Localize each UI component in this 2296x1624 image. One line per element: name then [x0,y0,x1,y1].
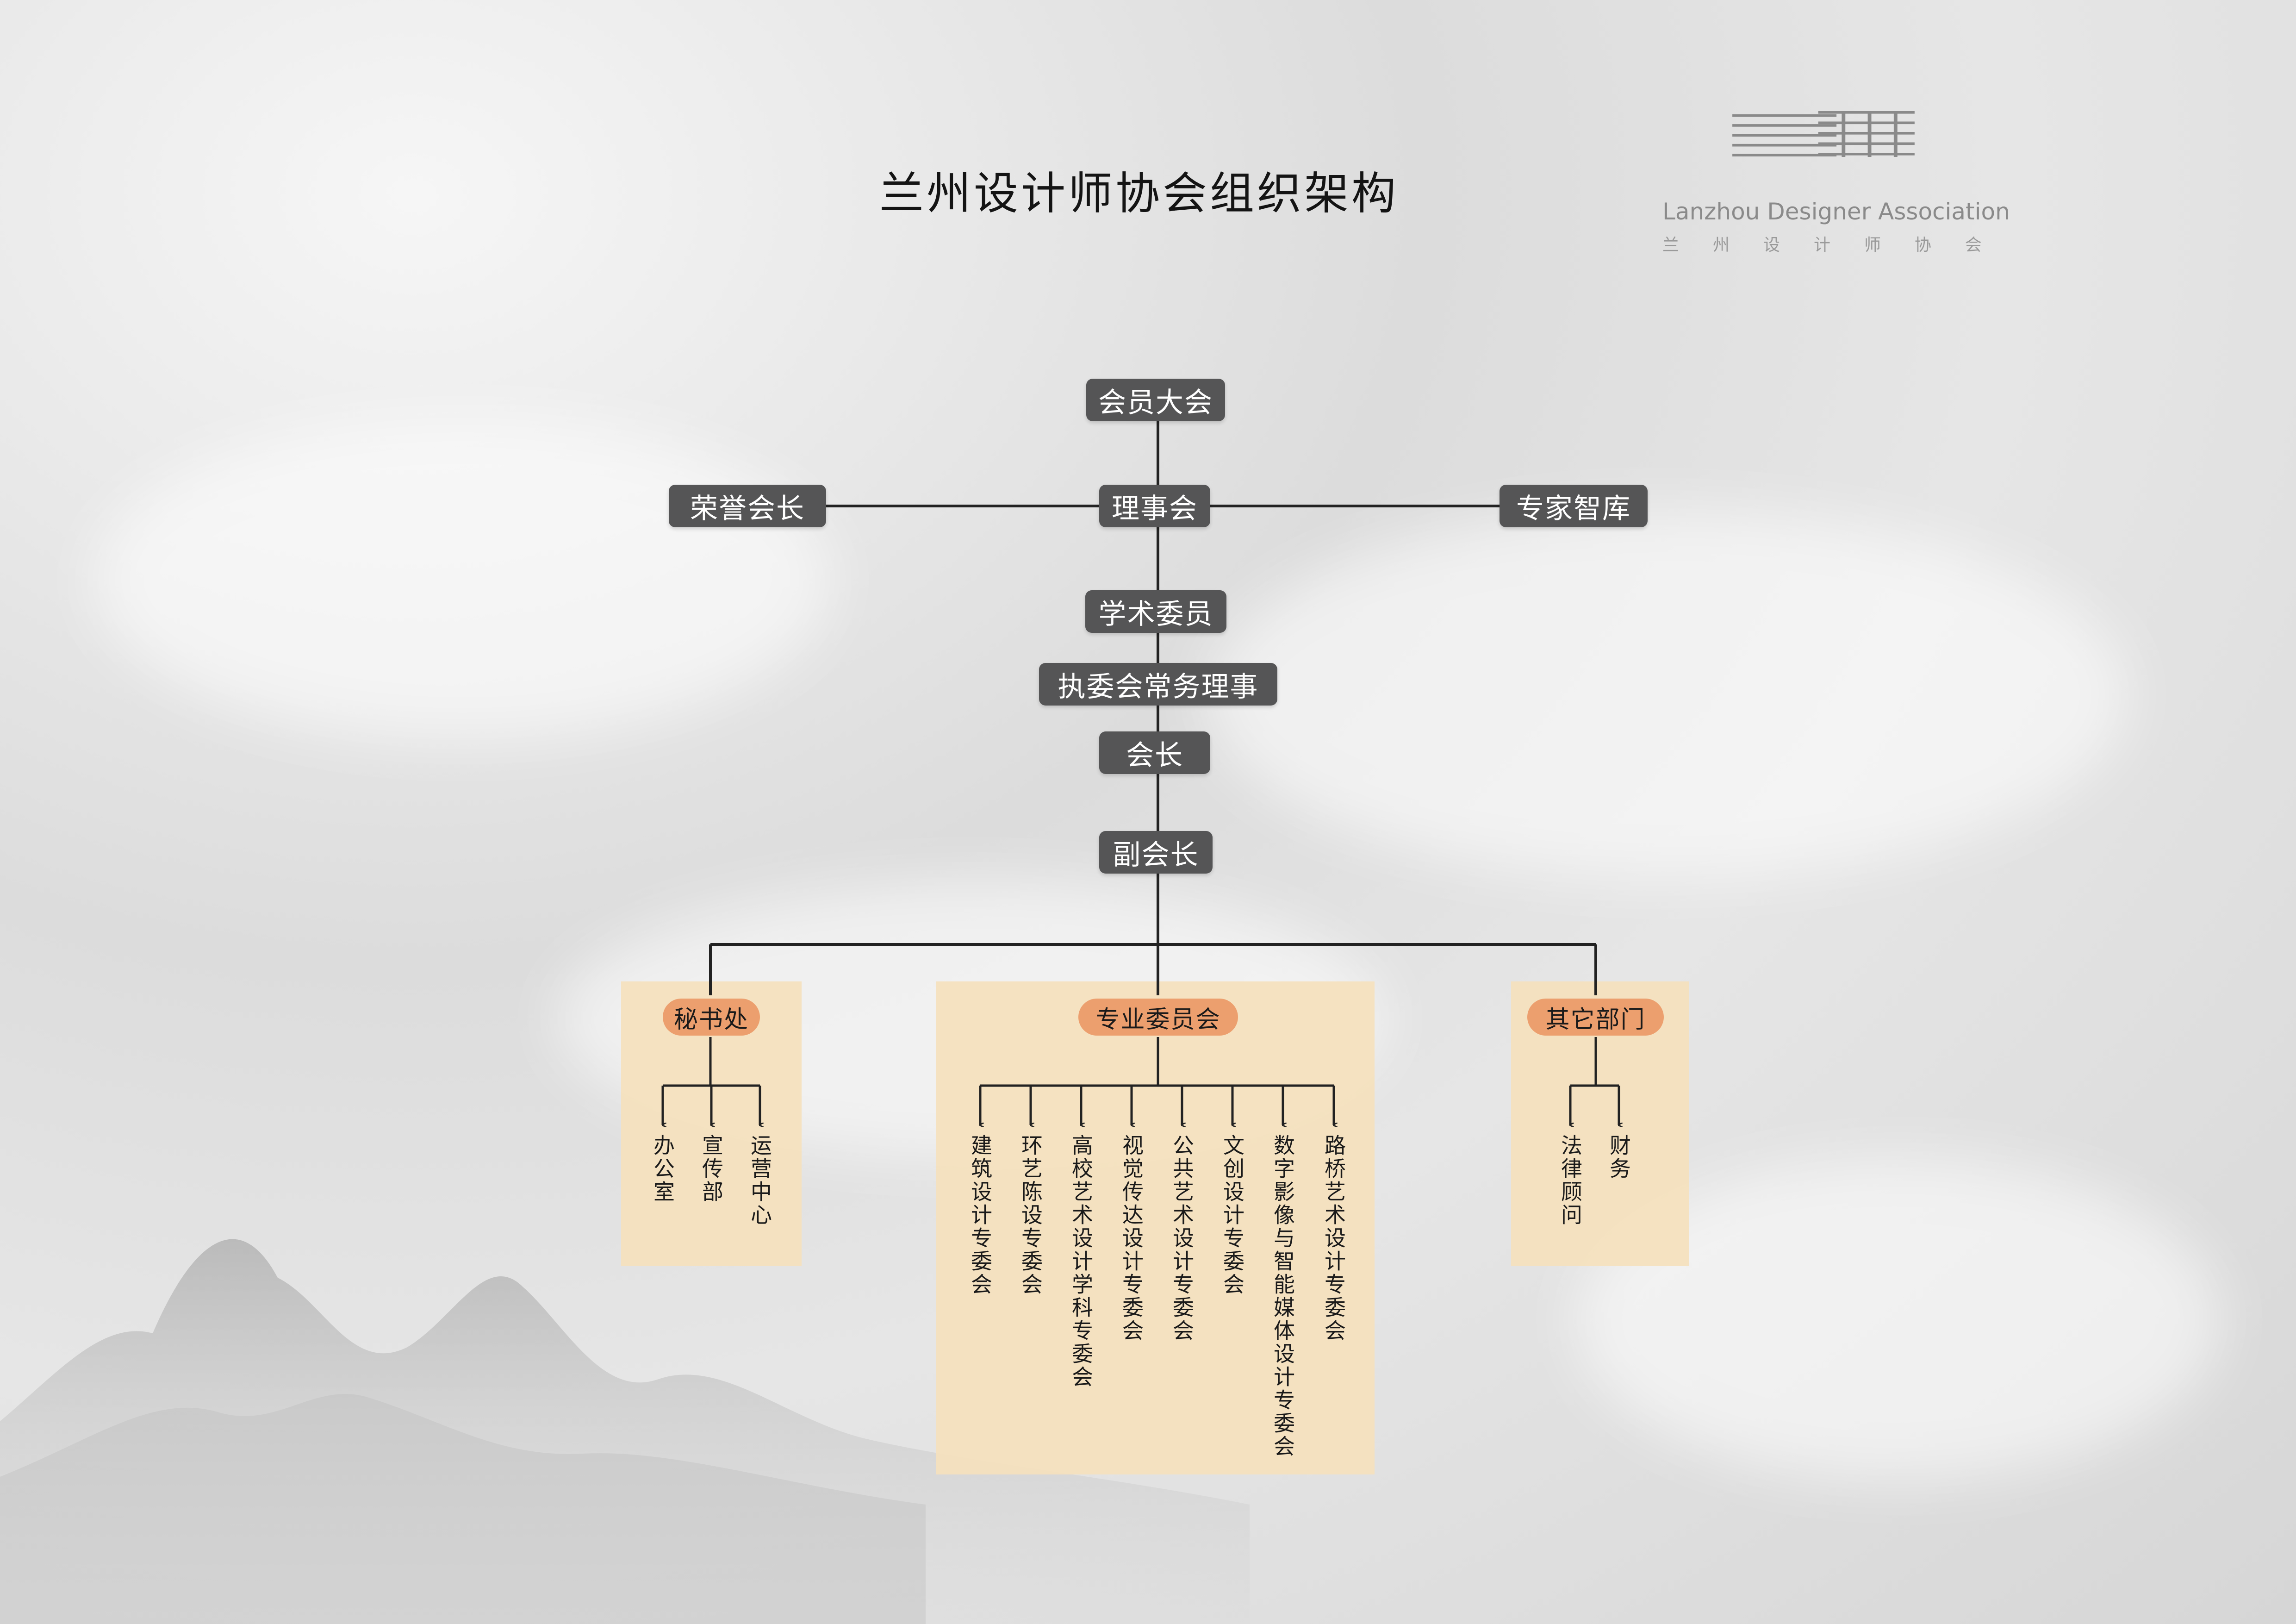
secretariat-item: 办公室 [650,1134,675,1204]
professional-committees-label: 专业委员会 [1078,999,1238,1036]
node-president: 会长 [1099,731,1210,774]
mountain-illustration [0,1239,1250,1624]
node-council: 理事会 [1099,485,1210,527]
logo-char: 设 [1763,236,1780,255]
committee-item: 高校艺术设计学科专委会 [1069,1134,1094,1389]
committee-item: 文创设计专委会 [1220,1134,1245,1296]
secretariat-label: 秘书处 [663,999,760,1036]
committee-item: 数字影像与智能媒体设计专委会 [1270,1134,1295,1458]
logo-english-name: Lanzhou Designer Association [1662,198,2010,225]
node-executive-standing-council: 执委会常务理事 [1039,663,1277,706]
committee-item: 公共艺术设计专委会 [1170,1134,1195,1343]
node-honorary-president: 荣誉会长 [669,485,826,527]
logo-char: 计 [1813,236,1830,255]
page-title: 兰州设计师协会组织架构 [879,168,1399,219]
logo-char: 师 [1864,236,1881,255]
secretariat-item: 运营中心 [747,1134,772,1227]
node-general-assembly: 会员大会 [1086,379,1225,421]
node-expert-think-tank: 专家智库 [1500,485,1648,527]
secretariat-item: 宣传部 [699,1134,724,1204]
committee-item: 建筑设计专委会 [968,1134,993,1296]
logo-char: 会 [1965,236,1982,255]
node-vice-president: 副会长 [1099,831,1213,874]
node-academic-committee: 学术委员 [1085,590,1226,633]
background-cloud [1203,509,2129,880]
other-departments-label: 其它部门 [1527,999,1664,1036]
association-logo [1732,111,1915,157]
logo-char: 协 [1914,236,1931,255]
logo-chinese-name: 兰 州 设 计 师 协 会 [1662,231,1982,256]
other-department-item: 法律顾问 [1558,1134,1583,1227]
background-cloud [93,417,833,741]
other-department-item: 财务 [1606,1134,1631,1181]
committee-item: 路桥艺术设计专委会 [1321,1134,1346,1343]
logo-char: 州 [1712,236,1730,255]
logo-char: 兰 [1662,236,1680,255]
professional-committees-panel [936,981,1375,1474]
committee-item: 环艺陈设专委会 [1018,1134,1043,1296]
committee-item: 视觉传达设计专委会 [1119,1134,1144,1343]
